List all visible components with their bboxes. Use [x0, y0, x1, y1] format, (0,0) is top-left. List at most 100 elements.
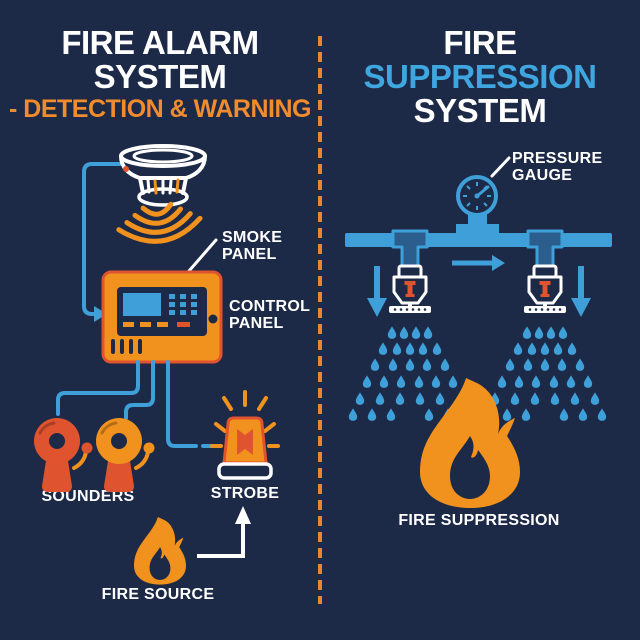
tee-fitting-icon	[526, 229, 564, 269]
smoke-detector-icon	[119, 144, 207, 207]
panel-screen	[123, 293, 161, 316]
water-drop-icon	[411, 326, 421, 339]
water-drop-icon	[424, 408, 434, 421]
water-drop-icon	[502, 408, 512, 421]
water-drop-icon	[386, 408, 396, 421]
pressure-label-pointer-line	[490, 156, 511, 178]
down-arrow-icon	[367, 266, 387, 317]
water-drop-icon	[553, 342, 563, 355]
water-drop-icon	[399, 326, 409, 339]
water-drop-icon	[570, 392, 580, 405]
water-drop-icon	[505, 358, 515, 371]
smoke-label-pointer-line	[187, 238, 218, 273]
signal-waves-icon	[116, 201, 203, 244]
water-drop-icon	[510, 392, 520, 405]
control-panel-icon	[101, 270, 223, 364]
water-drop-icon	[387, 326, 397, 339]
strobe-beacon-icon	[210, 390, 280, 480]
water-drop-icon	[448, 375, 458, 388]
water-spray-icon	[483, 326, 607, 421]
flame-icon	[134, 517, 186, 585]
left-title: FIRE ALARM SYSTEM	[0, 26, 320, 94]
up-arrow-icon	[197, 506, 251, 558]
water-drop-icon	[522, 326, 532, 339]
water-drop-icon	[370, 358, 380, 371]
water-drop-icon	[431, 375, 441, 388]
water-drop-icon	[379, 375, 389, 388]
water-drop-icon	[575, 358, 585, 371]
sounder-bell-icon	[34, 418, 93, 492]
pressure-gauge-icon	[456, 175, 499, 234]
water-drop-icon	[405, 358, 415, 371]
panel-vents	[111, 339, 142, 354]
water-drop-icon	[396, 375, 406, 388]
water-drop-icon	[395, 392, 405, 405]
water-drop-icon	[367, 408, 377, 421]
water-drop-icon	[414, 375, 424, 388]
water-drop-icon	[567, 342, 577, 355]
sounders-label: SOUNDERS	[41, 488, 135, 505]
water-drop-icon	[521, 408, 531, 421]
pipe-icon	[345, 233, 612, 247]
water-drop-icon	[549, 375, 559, 388]
water-drop-icon	[527, 342, 537, 355]
water-drop-icon	[523, 358, 533, 371]
left-title-line2: SYSTEM	[93, 58, 227, 95]
sprinkler-head-icon	[524, 264, 566, 313]
water-drop-icon	[422, 358, 432, 371]
panel-knob	[208, 314, 218, 324]
water-drop-icon	[557, 358, 567, 371]
fire-source-label: FIRE SOURCE	[101, 586, 215, 603]
panel-keypad	[169, 294, 197, 315]
water-drop-icon	[348, 408, 358, 421]
strobe-label: STROBE	[210, 485, 280, 502]
water-drop-icon	[513, 342, 523, 355]
right-title-line2: SUPPRESSION	[363, 58, 597, 95]
water-drop-icon	[590, 392, 600, 405]
right-title-line3: SYSTEM	[413, 92, 547, 129]
strobe-rays	[210, 390, 280, 448]
water-drop-icon	[415, 392, 425, 405]
water-drop-icon	[362, 375, 372, 388]
water-drop-icon	[435, 392, 445, 405]
water-drop-icon	[423, 326, 433, 339]
right-title-line1: FIRE	[443, 24, 517, 61]
water-drop-icon	[546, 326, 556, 339]
sprinkler-head-icon	[389, 264, 431, 313]
water-drop-icon	[378, 342, 388, 355]
left-title-line1: FIRE ALARM	[61, 24, 259, 61]
water-drop-icon	[432, 342, 442, 355]
water-drop-icon	[558, 326, 568, 339]
water-drop-icon	[530, 392, 540, 405]
flame-icon	[420, 378, 520, 508]
right-title: FIRE SUPPRESSION SYSTEM	[320, 26, 640, 128]
water-drop-icon	[531, 375, 541, 388]
down-arrow-icon	[571, 266, 591, 317]
water-drop-icon	[514, 375, 524, 388]
wires-panel-to-devices	[56, 360, 213, 448]
water-drop-icon	[559, 408, 569, 421]
water-drop-icon	[540, 342, 550, 355]
water-drop-icon	[534, 326, 544, 339]
water-drop-icon	[355, 392, 365, 405]
water-drop-icon	[388, 358, 398, 371]
water-drop-icon	[440, 358, 450, 371]
water-drop-icon	[597, 408, 607, 421]
control-panel-label: CONTROL PANEL	[229, 298, 311, 332]
smoke-panel-label: SMOKE PANEL	[222, 229, 283, 263]
water-drop-icon	[566, 375, 576, 388]
water-drop-icon	[583, 375, 593, 388]
water-drop-icon	[392, 342, 402, 355]
left-subtitle: - DETECTION & WARNING	[9, 95, 312, 123]
water-drop-icon	[578, 408, 588, 421]
water-drop-icon	[405, 342, 415, 355]
water-drop-icon	[375, 392, 385, 405]
water-drop-icon	[497, 375, 507, 388]
pressure-gauge-label: PRESSURE GAUGE	[512, 150, 603, 184]
tee-fitting-icon	[391, 229, 429, 269]
water-drop-icon	[540, 358, 550, 371]
sounder-bell-icon	[96, 418, 155, 492]
water-drop-icon	[418, 342, 428, 355]
fire-suppression-label: FIRE SUPPRESSION	[398, 512, 560, 529]
